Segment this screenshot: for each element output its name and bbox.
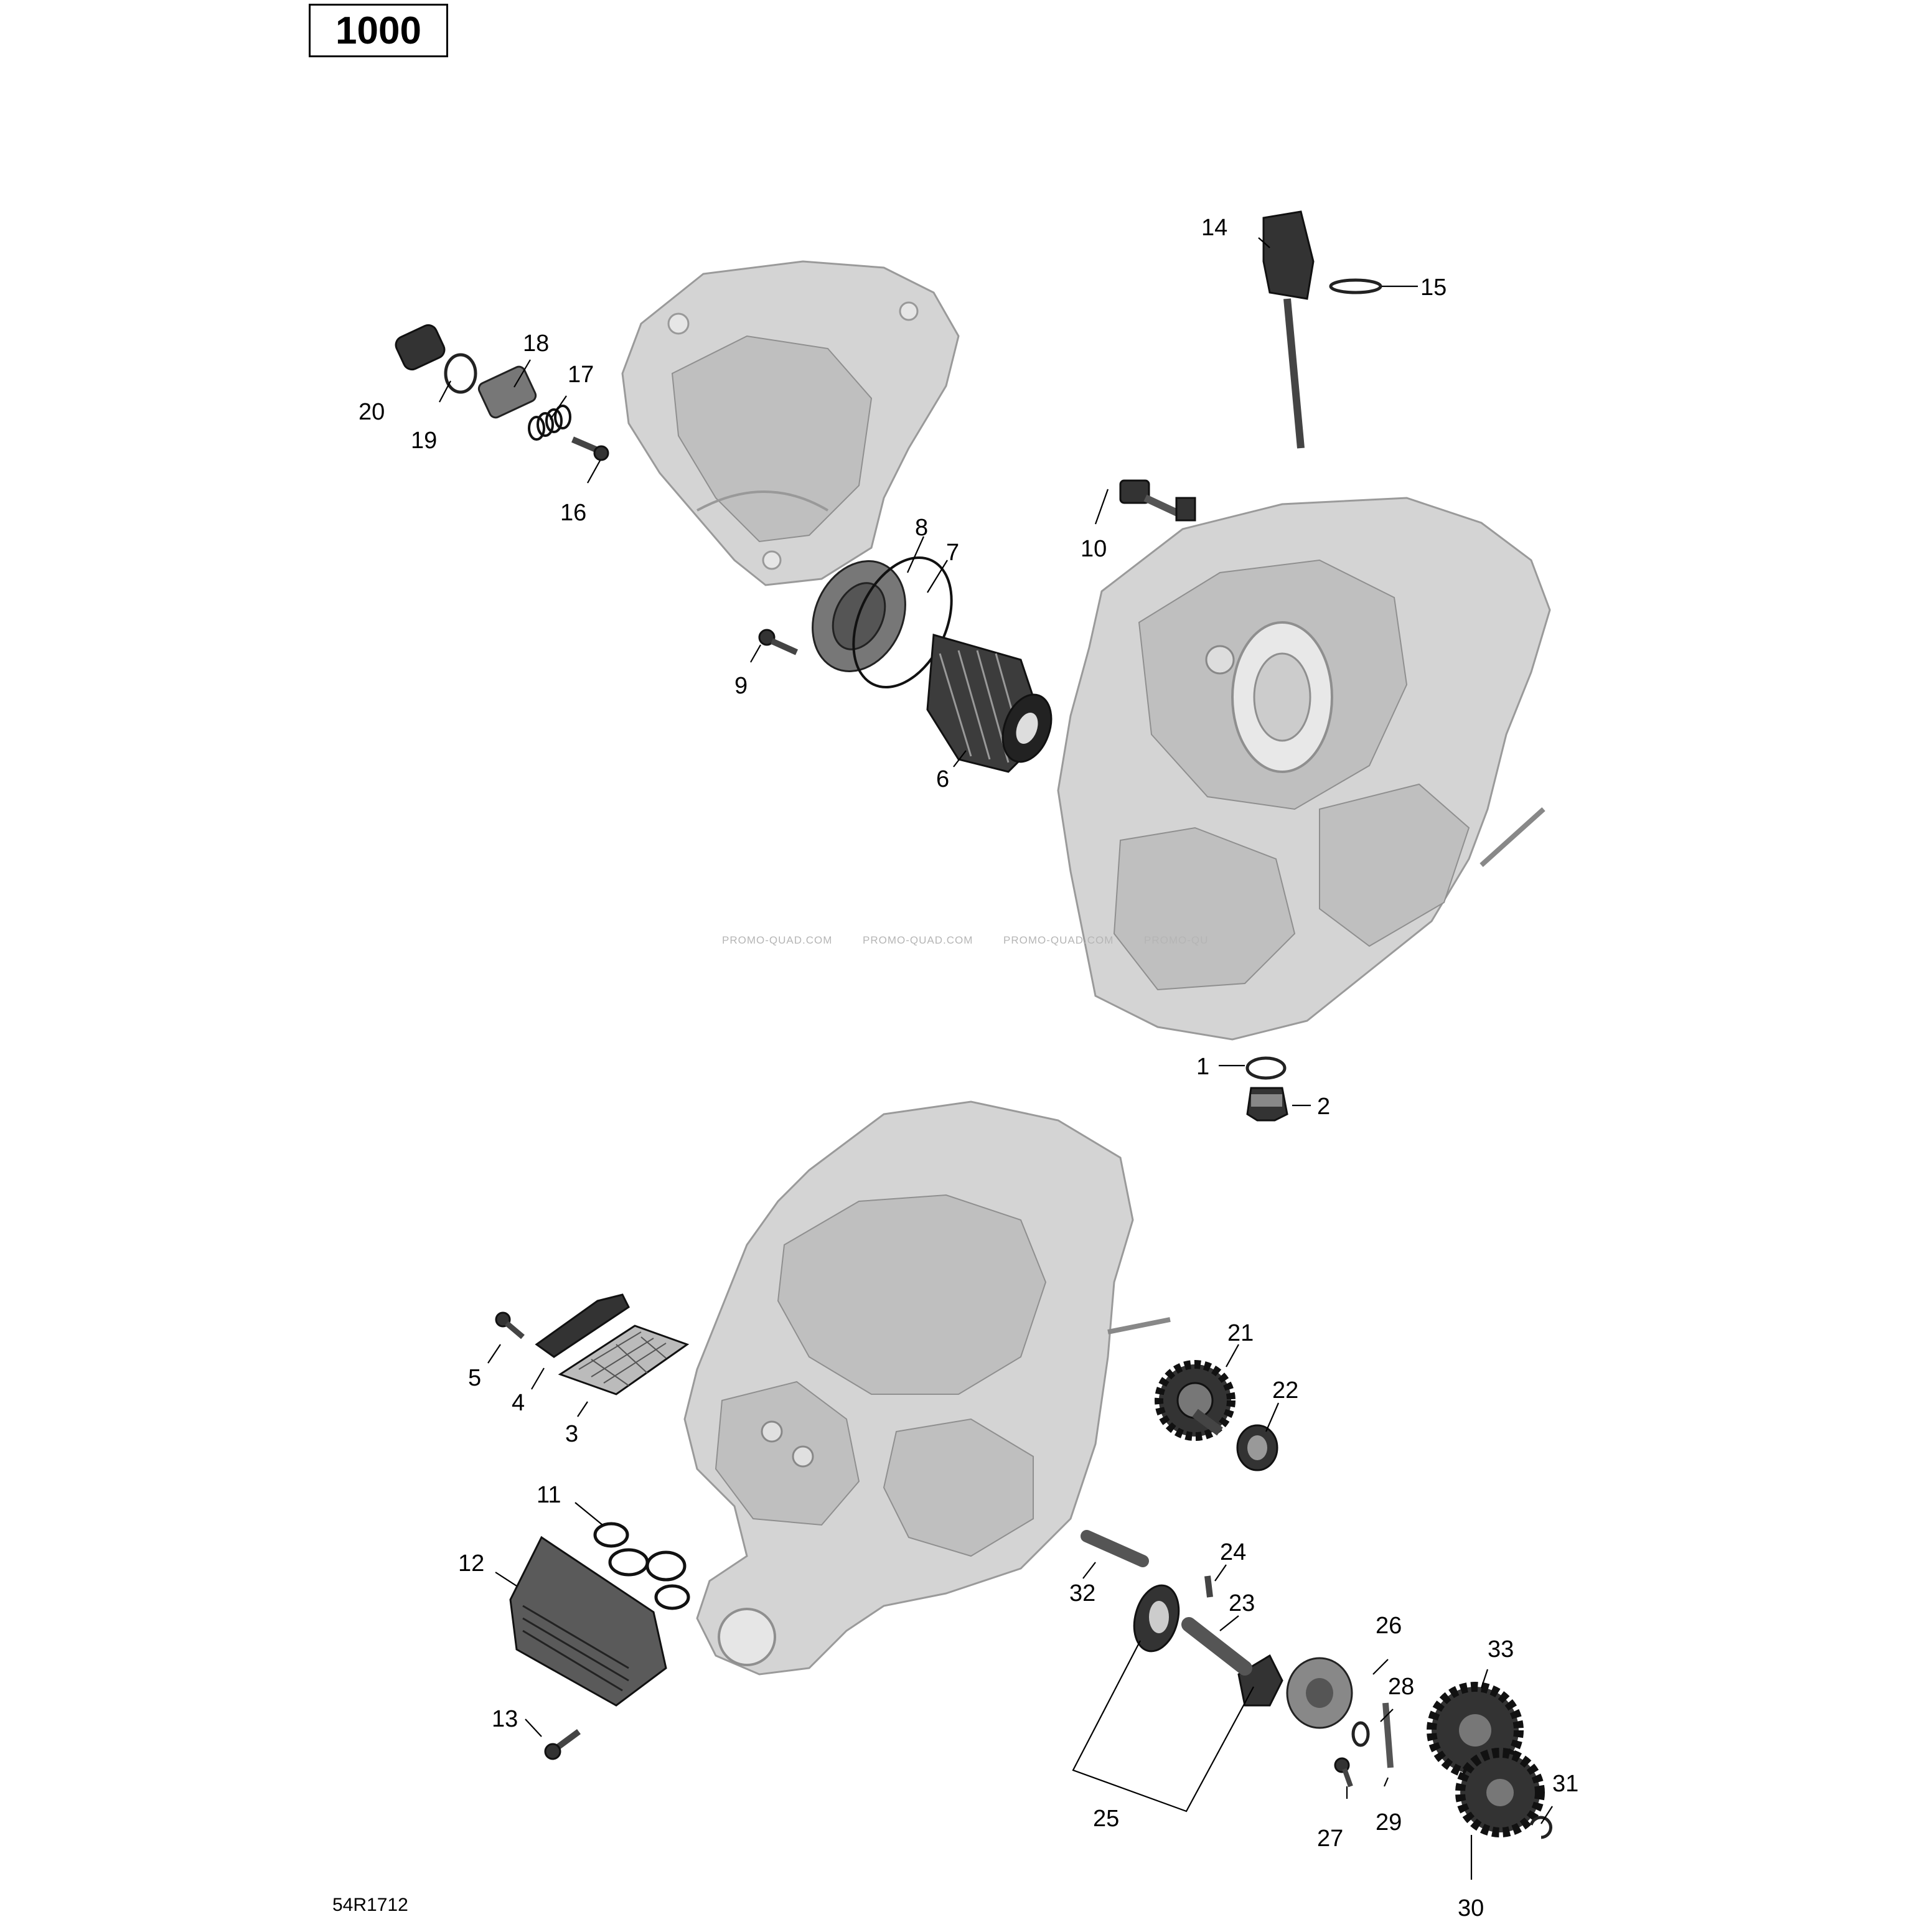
part-10-sensor	[1119, 479, 1196, 522]
callout-31: 31	[1552, 1771, 1578, 1797]
callout-1: 1	[1196, 1054, 1209, 1080]
callout-4: 4	[512, 1390, 525, 1416]
callout-15: 15	[1420, 274, 1447, 301]
engine-cover	[621, 260, 960, 586]
part-16-bolt	[571, 436, 609, 461]
callout-23: 23	[1229, 1590, 1255, 1616]
leader-lines	[439, 237, 1553, 1880]
callout-22: 22	[1272, 1377, 1298, 1404]
callout-28: 28	[1388, 1674, 1414, 1700]
callout-8: 8	[915, 515, 928, 541]
part-23-shaft	[1181, 1617, 1252, 1676]
part-17-spring	[528, 405, 571, 441]
part-30-gear	[1455, 1748, 1545, 1837]
callout-6: 6	[936, 766, 949, 792]
part-14-dipstick	[1262, 210, 1315, 449]
callout-7: 7	[946, 540, 959, 566]
callout-5: 5	[468, 1365, 481, 1391]
part-21-gear	[1155, 1360, 1236, 1441]
part-3-strainer-screen	[558, 1325, 690, 1395]
part-12-oil-cooler	[509, 1536, 667, 1707]
callout-21: 21	[1227, 1320, 1254, 1346]
callout-2: 2	[1317, 1094, 1330, 1120]
callout-18: 18	[523, 331, 549, 357]
part-20-plug	[395, 324, 446, 371]
callout-3: 3	[565, 1421, 578, 1447]
part-9-bolt	[758, 629, 799, 655]
callout-30: 30	[1458, 1895, 1484, 1921]
part-32-shaft	[1081, 1530, 1149, 1567]
watermark-text: PROMO-QUAD.COM	[1003, 934, 1114, 946]
callout-24: 24	[1220, 1539, 1246, 1565]
part-15-o-ring	[1329, 278, 1382, 294]
callout-labels: 1 2 3 4 5 6 7 8 9 10 11 12 13 14 15 16 1…	[359, 215, 1578, 1921]
watermark-text: PROMO-QU	[1144, 934, 1208, 946]
callout-16: 16	[560, 500, 586, 526]
part-31-circlip	[1529, 1816, 1552, 1839]
part-13-bolt	[544, 1728, 581, 1760]
callout-13: 13	[492, 1706, 518, 1732]
part-19-o-ring	[444, 353, 477, 394]
part-5-bolt	[495, 1311, 525, 1339]
callout-27: 27	[1317, 1826, 1343, 1852]
watermark: PROMO-QUAD.COM PROMO-QUAD.COM PROMO-QUAD…	[722, 934, 1208, 946]
watermark-text: PROMO-QUAD.COM	[722, 934, 832, 946]
callout-10: 10	[1081, 536, 1107, 562]
lower-crankcase	[683, 1100, 1171, 1676]
part-4-bracket	[535, 1293, 630, 1358]
part-22-washer	[1236, 1424, 1278, 1471]
part-28-washer	[1351, 1721, 1370, 1747]
part-6-oil-filter	[926, 634, 1053, 773]
callout-14: 14	[1201, 215, 1227, 241]
model-label: 1000	[309, 4, 448, 57]
upper-crankcase	[1057, 497, 1551, 1041]
part-11-gasket	[593, 1522, 690, 1610]
part-29-pin	[1382, 1702, 1394, 1768]
callout-19: 19	[411, 428, 437, 454]
part-18-sleeve	[477, 365, 537, 419]
part-24-pin	[1204, 1575, 1213, 1598]
callout-29: 29	[1376, 1809, 1402, 1836]
watermark-text: PROMO-QUAD.COM	[863, 934, 973, 946]
part-2-drain-plug	[1246, 1087, 1288, 1122]
reference-code: 54R1712	[332, 1895, 408, 1915]
callout-25: 25	[1093, 1806, 1119, 1832]
callout-17: 17	[568, 362, 594, 388]
callout-32: 32	[1069, 1580, 1095, 1606]
callout-33: 33	[1488, 1636, 1514, 1662]
part-27-bolt	[1334, 1757, 1353, 1788]
callout-20: 20	[359, 399, 385, 425]
callout-11: 11	[537, 1482, 561, 1508]
callout-26: 26	[1376, 1613, 1402, 1639]
callout-12: 12	[458, 1550, 484, 1577]
part-1-o-ring	[1245, 1056, 1287, 1080]
part-26-pump-cover	[1286, 1657, 1353, 1729]
callout-9: 9	[734, 673, 748, 699]
